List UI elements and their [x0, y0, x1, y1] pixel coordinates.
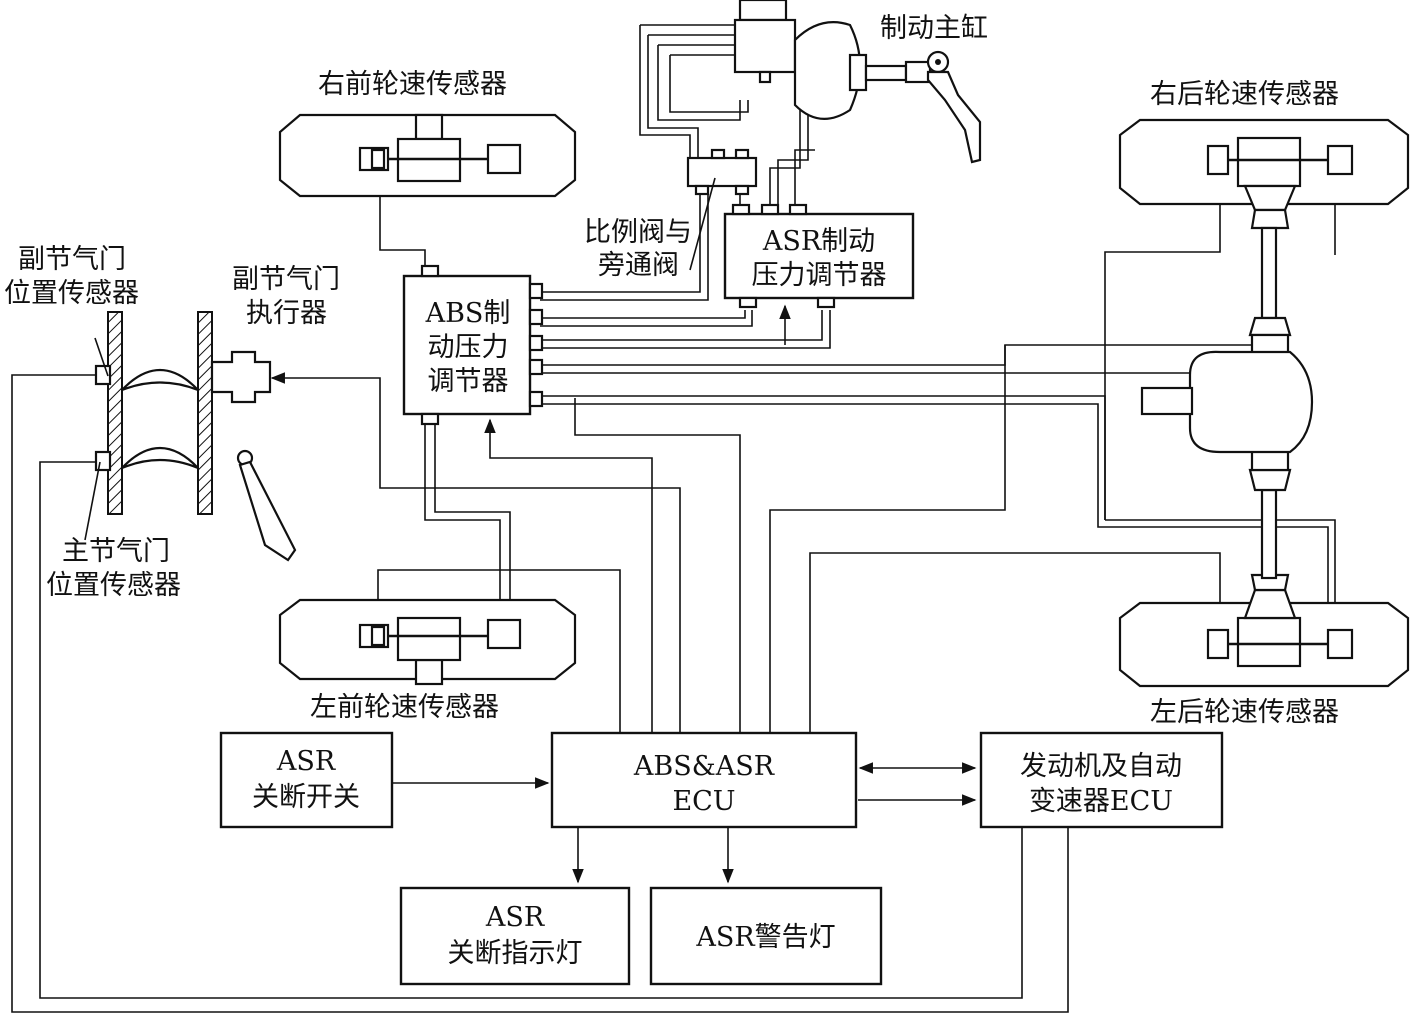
asr-regulator: ASR制动 压力调节器 — [723, 203, 915, 309]
proportion-valve-label-2: 旁通阀 — [598, 250, 679, 281]
main-throttle-sensor-label-2: 位置传感器 — [46, 570, 181, 601]
asr-switch-box: ASR 关断开关 — [219, 731, 394, 829]
front-left-wheel — [278, 598, 577, 686]
diagram-labels: 制动主缸 右前轮速传感器 右后轮速传感器 左前轮速传感器 左后轮速传感器 副节气… — [4, 13, 1339, 728]
abs-regulator-line3: 调节器 — [428, 366, 509, 397]
throttle-body-left-wall — [107, 311, 123, 515]
proportion-valve-label-1: 比例阀与 — [584, 217, 692, 248]
sub-throttle-actuator-label-2: 执行器 — [246, 298, 327, 329]
sub-throttle-actuator-label-1: 副节气门 — [232, 264, 340, 295]
rear-left-sensor-label: 左后轮速传感器 — [1150, 697, 1339, 728]
differential — [1188, 350, 1314, 454]
front-right-wheel — [278, 113, 577, 198]
abs-regulator: ABS制 动压力 调节器 — [402, 264, 544, 426]
engine-ecu-box: 发动机及自动 变速器ECU — [979, 731, 1224, 829]
asr-warning-lamp-label: ASR警告灯 — [695, 922, 835, 953]
rear-right-sensor-label: 右后轮速传感器 — [1150, 79, 1339, 110]
brake-pipes — [540, 24, 1329, 630]
master-cylinder-assembly — [686, 0, 982, 271]
abs-regulator-line2: 动压力 — [428, 332, 509, 363]
ecu-line2: ECU — [672, 786, 735, 817]
asr-regulator-line2: 压力调节器 — [752, 260, 887, 291]
main-throttle-sensor — [94, 450, 112, 472]
sub-throttle-sensor-label-1: 副节气门 — [18, 244, 126, 275]
proportioning-valve — [686, 156, 758, 188]
ecu-box: ABS&ASR ECU — [550, 731, 858, 829]
asr-switch-line1: ASR — [276, 746, 336, 777]
rear-left-wheel — [1118, 573, 1410, 688]
engine-ecu-line2: 变速器ECU — [1029, 786, 1173, 817]
front-left-sensor-label: 左前轮速传感器 — [310, 692, 499, 723]
main-throttle-valve — [121, 446, 199, 470]
rear-right-wheel — [1118, 118, 1410, 230]
rear-axle — [1140, 226, 1314, 580]
sub-throttle-actuator — [210, 350, 272, 404]
asr-regulator-line1: ASR制动 — [762, 226, 875, 257]
abs-regulator-line1: ABS制 — [425, 298, 511, 329]
engine-ecu-line1: 发动机及自动 — [1020, 751, 1182, 782]
main-throttle-sensor-label-1: 主节气门 — [62, 536, 170, 567]
propeller-shaft — [1140, 386, 1194, 416]
ecu-line1: ABS&ASR — [633, 751, 775, 782]
master-cylinder-label: 制动主缸 — [880, 13, 988, 44]
sub-throttle-valve — [121, 368, 199, 392]
throttle-body-right-wall — [197, 311, 213, 515]
asr-off-lamp-line2: 关断指示灯 — [448, 938, 583, 969]
asr-off-lamp-line1: ASR — [485, 902, 545, 933]
asr-off-lamp-box: ASR 关断指示灯 — [399, 886, 631, 986]
throttle-assembly — [84, 311, 297, 562]
asr-switch-line2: 关断开关 — [252, 782, 360, 813]
signal-wires — [11, 175, 1336, 1013]
accelerator-pedal — [238, 460, 297, 562]
front-right-sensor-label: 右前轮速传感器 — [318, 69, 507, 100]
sub-throttle-sensor-label-2: 位置传感器 — [4, 278, 139, 309]
asr-warning-lamp-box: ASR警告灯 — [649, 886, 883, 986]
